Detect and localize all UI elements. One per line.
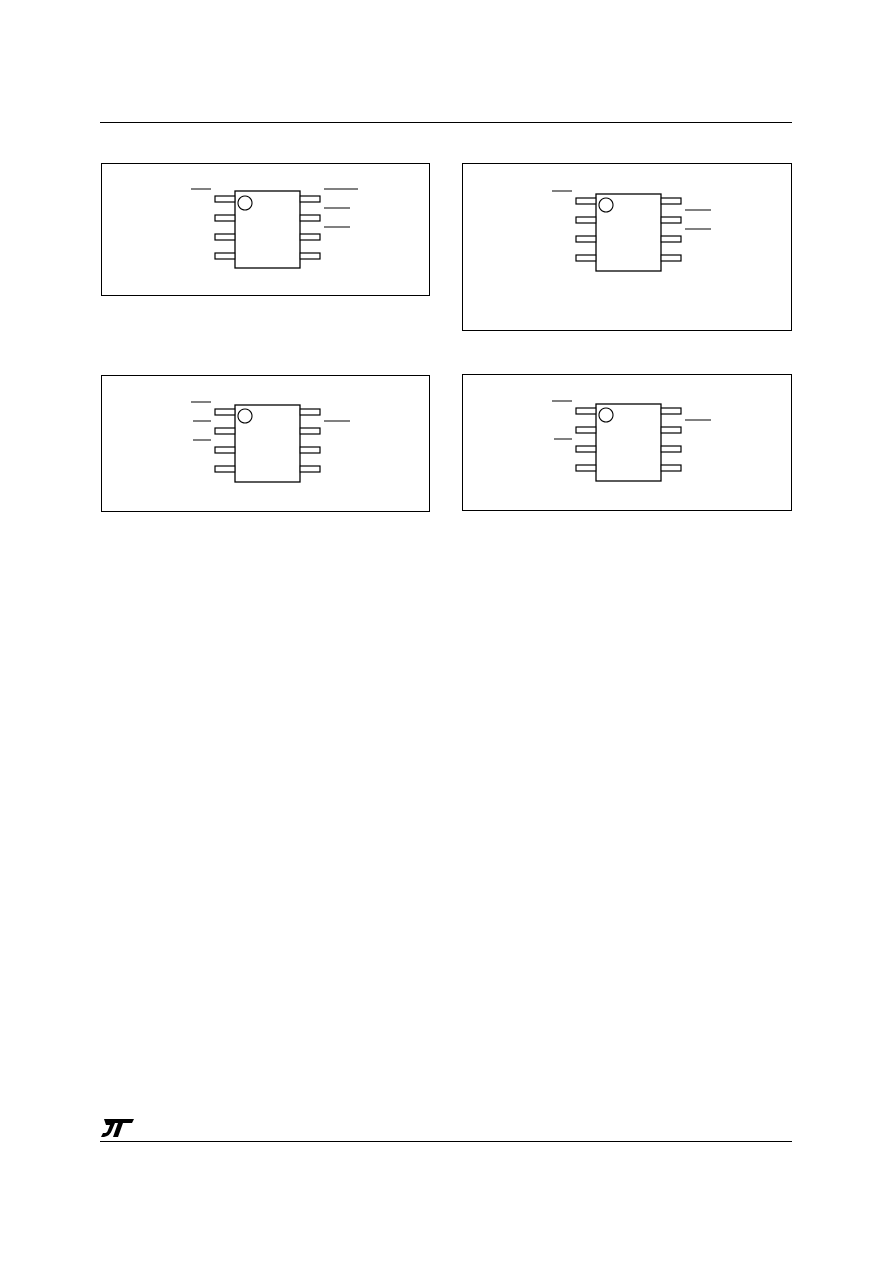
pin-left-2 — [214, 427, 236, 435]
pin-left-3 — [214, 446, 236, 454]
pin-left-4 — [214, 252, 236, 260]
package-diagram-1-svg — [191, 188, 358, 269]
package-body — [234, 404, 301, 483]
pin-left-1 — [575, 407, 597, 415]
pin-left-4 — [575, 254, 597, 262]
package-diagram-2-svg — [552, 190, 711, 272]
pin-left-2 — [214, 214, 236, 222]
pin-left-2 — [575, 426, 597, 434]
st-logo-icon — [101, 1119, 134, 1137]
pin-right-5 — [660, 254, 682, 262]
package-diagram-4-svg — [552, 400, 711, 482]
pin-left-4 — [575, 464, 597, 472]
package-diagram-3 — [101, 375, 430, 512]
package-body — [234, 190, 301, 269]
pin-right-6 — [299, 446, 321, 454]
pin-right-8 — [299, 408, 321, 416]
pin-right-8 — [660, 197, 682, 205]
package-diagram-4 — [462, 374, 792, 511]
package-diagram-3-svg — [191, 401, 350, 483]
pin-left-3 — [575, 445, 597, 453]
pin-right-7 — [299, 214, 321, 222]
pin-left-2 — [575, 216, 597, 224]
pin-left-3 — [575, 235, 597, 243]
pin-right-8 — [299, 195, 321, 203]
pin-right-6 — [299, 233, 321, 241]
pin-right-7 — [299, 427, 321, 435]
pin-right-5 — [660, 464, 682, 472]
pin1-marker-circle — [598, 197, 614, 213]
pin1-marker-circle — [237, 195, 253, 211]
package-body — [595, 193, 662, 272]
pin-right-6 — [660, 235, 682, 243]
pin1-marker-circle — [598, 407, 614, 423]
pin-right-6 — [660, 445, 682, 453]
pin-left-1 — [214, 408, 236, 416]
footer-rule — [100, 1141, 792, 1142]
package-diagram-1 — [101, 163, 430, 296]
pin-right-7 — [660, 216, 682, 224]
pin-left-1 — [575, 197, 597, 205]
pin-left-3 — [214, 233, 236, 241]
header-rule — [100, 122, 792, 123]
pin-right-8 — [660, 407, 682, 415]
package-body — [595, 403, 662, 482]
pin-left-1 — [214, 195, 236, 203]
package-diagram-2 — [462, 163, 792, 331]
st-logo — [100, 1117, 136, 1144]
pin-right-7 — [660, 426, 682, 434]
pin1-marker-circle — [237, 408, 253, 424]
pin-left-4 — [214, 465, 236, 473]
pin-right-5 — [299, 252, 321, 260]
pin-right-5 — [299, 465, 321, 473]
